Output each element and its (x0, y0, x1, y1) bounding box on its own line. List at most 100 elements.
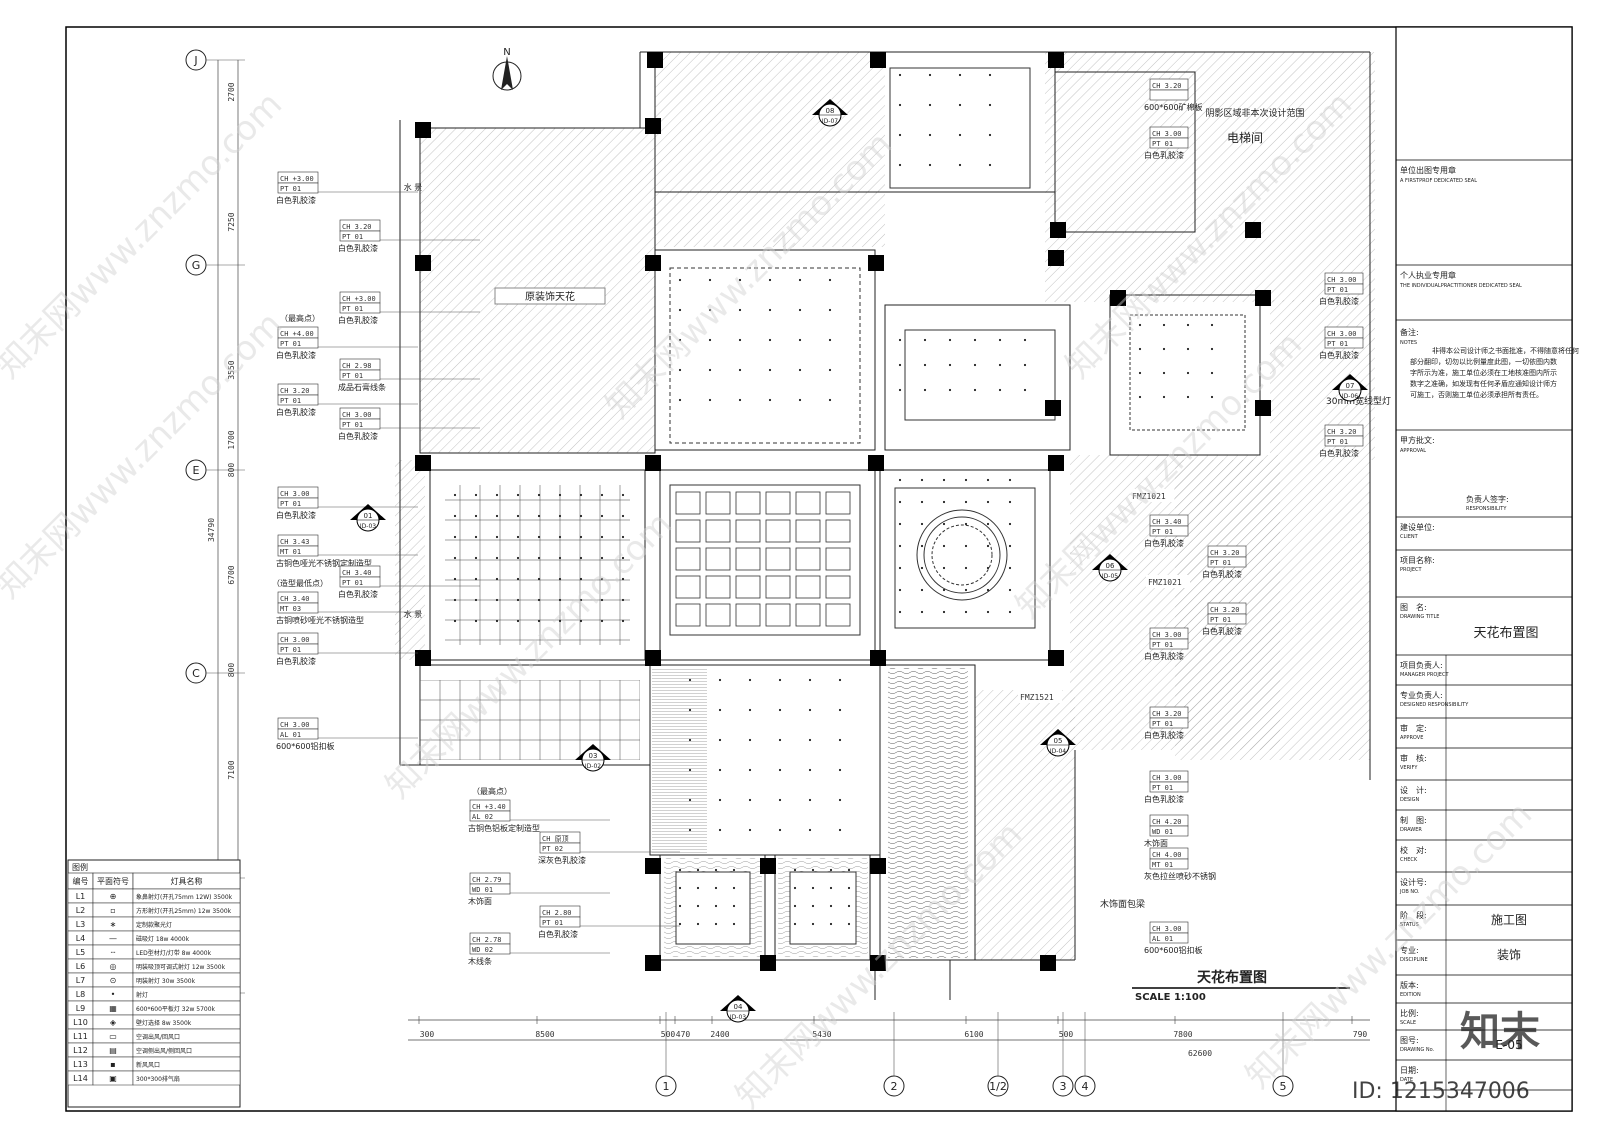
downlight (1023, 338, 1027, 342)
downlight (964, 500, 968, 504)
tag-box (1149, 717, 1189, 729)
tag-box (469, 943, 511, 955)
downlight (828, 338, 832, 342)
tb-row-en: EDITION (1400, 992, 1421, 998)
tb-row-label: 比例: (1400, 1008, 1419, 1018)
tag-ch: CH 3.00 (1152, 631, 1182, 639)
dim-total-left: 34790 (207, 518, 216, 542)
tag-box (277, 497, 319, 509)
downlight (1210, 371, 1214, 375)
downlight (579, 598, 583, 602)
section-num: 08 (826, 107, 835, 115)
label-wood-beam: 木饰面包梁 (1100, 898, 1145, 910)
downlight (778, 678, 782, 682)
tag-box (1149, 525, 1189, 537)
downlight (1008, 522, 1012, 526)
downlight (558, 619, 562, 623)
door-tag-bg (1018, 690, 1062, 703)
ceiling-tile (705, 575, 731, 599)
downlight (678, 922, 682, 926)
legend-name: 空调侧出风/侧回风口 (136, 1047, 192, 1055)
ceiling-tile (705, 491, 731, 515)
axis-label-col: 3 (1060, 1080, 1067, 1093)
tag-ch: CH 3.40 (280, 595, 310, 603)
downlight (928, 133, 932, 137)
tag-note: 600*600铝扣板 (1144, 945, 1203, 955)
tag-note: 木饰面 (468, 896, 492, 906)
section-ref: ID-07 (822, 118, 838, 125)
downlight (808, 768, 812, 772)
downlight (579, 556, 583, 560)
downlight (811, 868, 815, 872)
dim-left: 7100 (227, 760, 236, 779)
tag-box (277, 602, 319, 614)
downlight (808, 798, 812, 802)
downlight (495, 493, 499, 497)
tag-note: 白色乳胶漆 (538, 929, 578, 939)
legend-name: 射灯 (136, 991, 148, 999)
downlight (798, 338, 802, 342)
downlight (768, 398, 772, 402)
tb-row-en: APPROVE (1400, 735, 1423, 741)
downlight (998, 338, 1002, 342)
downlight (495, 577, 499, 581)
downlight (942, 566, 946, 570)
legend-name: 方形射灯(开孔25mm) 12w 3500k (136, 907, 232, 915)
column (868, 455, 884, 471)
ceiling-tile (765, 603, 791, 627)
downlight (678, 368, 682, 372)
tb-signature: 负责人签字: (1466, 494, 1509, 504)
downlight (714, 922, 718, 926)
ceiling-tile (795, 603, 821, 627)
downlight (964, 588, 968, 592)
downlight (920, 544, 924, 548)
door-tag: FMZ1521 (1020, 693, 1054, 702)
downlight (453, 619, 457, 623)
tag-box (1207, 613, 1247, 625)
downlight (748, 798, 752, 802)
section-num: 01 (364, 512, 373, 520)
downlight (964, 610, 968, 614)
dim-bottom: 7800 (1173, 1030, 1192, 1039)
downlight (474, 514, 478, 518)
ceiling-tile (705, 547, 731, 571)
ceiling-tile (795, 519, 821, 543)
downlight (1162, 371, 1166, 375)
legend-name: 明装吸顶可调式射灯 12w 3500k (136, 963, 226, 971)
tb-row-label: 日期: (1400, 1066, 1419, 1075)
downlight (537, 493, 541, 497)
watermark-id: ID: 1215347006 (1352, 1079, 1530, 1104)
downlight (474, 535, 478, 539)
downlight (579, 493, 583, 497)
tag-ch: CH 3.00 (1152, 130, 1182, 138)
walls (399, 51, 1371, 1000)
downlight (838, 678, 842, 682)
downlight (847, 922, 851, 926)
downlight (688, 768, 692, 772)
section-ref: ID-04 (1050, 748, 1066, 755)
tile-grid (675, 491, 851, 627)
column (1255, 290, 1271, 306)
tag-box (469, 810, 511, 822)
legend-cell (132, 1070, 241, 1086)
downlight (688, 738, 692, 742)
tag-note: 白色乳胶漆 (276, 510, 316, 520)
legend-title: 图例 (72, 862, 88, 872)
ceiling-grids (420, 67, 1246, 760)
tag-code: PT 01 (1327, 340, 1348, 348)
dim-bottom: 470 (676, 1030, 691, 1039)
downlight (898, 363, 902, 367)
downlight (600, 577, 604, 581)
ceiling-tile (795, 547, 821, 571)
downlight (808, 678, 812, 682)
legend-code: L3 (76, 920, 86, 929)
section-ref: ID-03 (360, 523, 376, 530)
legend-symbol: • (111, 990, 116, 999)
column (1048, 455, 1064, 471)
downlight (1162, 323, 1166, 327)
downlight (714, 904, 718, 908)
legend-name: 明装射灯 30w 3500k (136, 977, 196, 985)
